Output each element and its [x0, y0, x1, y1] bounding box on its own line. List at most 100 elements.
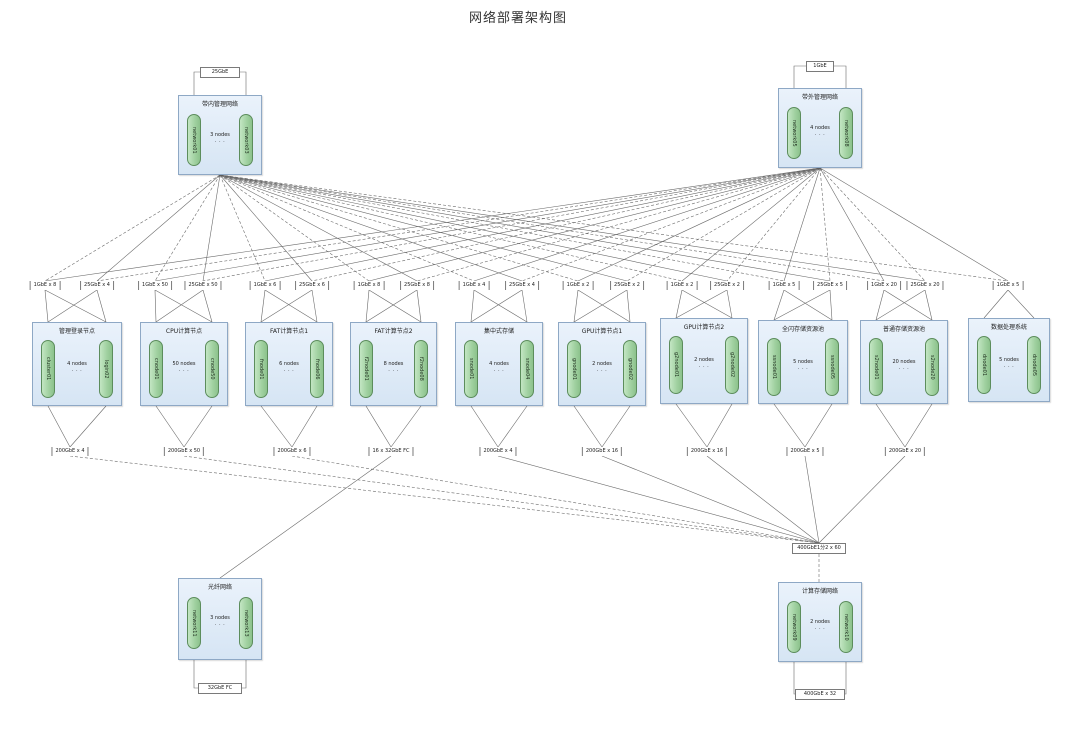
right-node-pill: ssnode05 — [825, 338, 839, 396]
node-count: 3 nodes — [210, 132, 230, 138]
left-node-name: f2node01 — [363, 357, 369, 381]
port-link-line — [875, 289, 926, 321]
storage-port-label: 200GbE x 4 — [51, 447, 89, 456]
node-count: 4 nodes — [489, 361, 509, 367]
port-link-line — [875, 289, 885, 321]
left-node-pill: s2node01 — [869, 338, 883, 396]
inband-uplink-line — [219, 174, 683, 282]
node-count: 8 nodes — [383, 361, 404, 367]
left-node-name: network09 — [791, 613, 797, 641]
left-node-pill: f2node01 — [359, 340, 373, 398]
oob-uplink-line — [783, 167, 821, 282]
core-uplink-line — [601, 455, 820, 544]
box-title: 集中式存储 — [483, 328, 514, 335]
oob-uplink-line — [368, 167, 821, 282]
storage-link-line — [706, 403, 733, 448]
oob-uplink-line — [819, 167, 831, 282]
left-node-pill: network09 — [787, 601, 801, 653]
storage-port-label: 200GbE x 20 — [884, 447, 926, 456]
oob-uplink-line — [726, 167, 821, 282]
ellipsis: · · · — [797, 366, 809, 372]
storage-link-line — [773, 403, 806, 448]
inband-uplink-line — [219, 174, 418, 282]
port-link-line — [44, 289, 107, 323]
box-title: GPU计算节点1 — [581, 328, 623, 335]
mgmt-port-label: 1GbE x 2 — [666, 281, 698, 290]
left-node-pill: dnode01 — [977, 336, 991, 394]
storage-port-label: 200GbE x 6 — [273, 447, 311, 456]
node-count: 2 nodes — [810, 619, 830, 625]
storage-link-line — [155, 405, 185, 448]
right-node-pill: network03 — [239, 114, 253, 166]
node-count: 4 nodes — [67, 361, 87, 367]
port-link-line — [368, 289, 422, 323]
right-node-pill: s2node20 — [925, 338, 939, 396]
right-node-name: cnode50 — [209, 358, 215, 380]
box-title: CPU计算节点 — [165, 328, 203, 335]
right-node-name: network10 — [843, 613, 849, 641]
port-link-line — [573, 289, 628, 323]
ellipsis: · · · — [596, 368, 608, 374]
core-uplink-line — [804, 455, 820, 544]
node-count: 5 nodes — [999, 357, 1019, 363]
left-node-name: gnode01 — [571, 357, 577, 380]
oob-uplink-line — [681, 167, 821, 282]
oob-uplink-line — [416, 167, 821, 282]
node-count: 20 nodes — [892, 359, 916, 365]
port-link-line — [154, 289, 213, 323]
port-link-line — [155, 289, 204, 323]
mgmt-port-label: 1GbE x 20 — [867, 281, 901, 290]
inband-uplink-line — [219, 174, 523, 282]
ellipsis: · · · — [71, 368, 83, 374]
port-link-line — [783, 289, 833, 321]
inband-uplink-line — [219, 174, 1009, 282]
inband-uplink-line — [219, 174, 926, 282]
left-node-pill: ssnode01 — [767, 338, 781, 396]
inband-uplink-line — [219, 174, 370, 282]
port-link-line — [681, 289, 733, 319]
right-node-pill: g2node02 — [725, 336, 739, 394]
inband-uplink-line — [219, 174, 728, 282]
oob-uplink-line — [626, 167, 821, 282]
storage-link-line — [875, 403, 906, 448]
link-speed-tag: 32GbE FC — [198, 682, 242, 694]
port-link-line — [726, 289, 733, 319]
left-node-name: snode01 — [468, 358, 474, 380]
link-speed-tag: 1GbE — [806, 60, 834, 72]
node-count: 5 nodes — [793, 359, 813, 365]
mgmt-port-label: 1GbE x 5 — [992, 281, 1024, 290]
box-title: 数据处理系统 — [990, 324, 1027, 331]
inband-uplink-line — [96, 174, 221, 282]
service-port-label: 25GbE x 6 — [295, 281, 329, 290]
port-link-line — [202, 289, 213, 323]
box-title: 光纤网络 — [207, 584, 232, 591]
right-node-name: snode04 — [524, 358, 530, 380]
storage-link-line — [47, 405, 71, 448]
core-uplink-line — [497, 455, 820, 544]
right-node-pill: fnode06 — [310, 340, 324, 398]
storage-port-label: 16 x 32GbE FC — [368, 447, 414, 456]
storage-link-line — [69, 405, 107, 448]
mgmt-port-label: 1GbE x 2 — [562, 281, 594, 290]
link-speed-tag: 400GbE x 32 — [795, 688, 845, 700]
ellipsis: · · · — [698, 364, 710, 370]
left-node-name: g2node01 — [673, 352, 679, 378]
right-node-name: login02 — [103, 359, 109, 379]
core-uplink-line — [818, 455, 906, 544]
right-node-name: g2node02 — [729, 352, 735, 378]
port-link-line — [260, 289, 313, 323]
mgmt-port-label: 1GbE x 6 — [249, 281, 281, 290]
port-link-line — [626, 289, 631, 323]
right-node-pill: network13 — [239, 597, 253, 649]
port-link-line — [311, 289, 318, 323]
